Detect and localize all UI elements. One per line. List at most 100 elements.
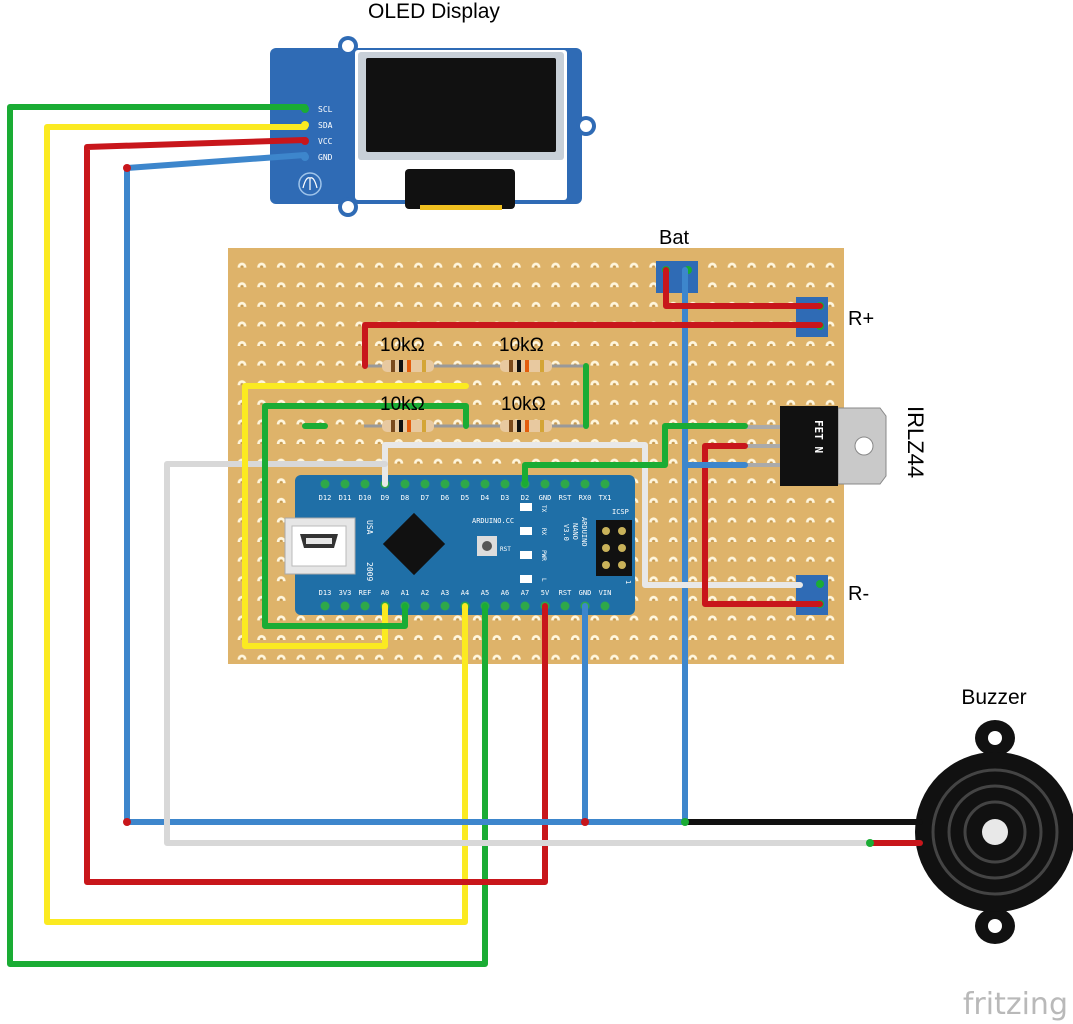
nano-pin-top-4 bbox=[400, 479, 410, 489]
resistor-r3 bbox=[364, 420, 466, 432]
fritzing-watermark: fritzing bbox=[963, 987, 1068, 1022]
nano-name-1: ARDUINO bbox=[580, 517, 588, 547]
buzzer-label: Buzzer bbox=[961, 686, 1026, 709]
nano-pin-label-top-14: TX1 bbox=[599, 494, 612, 502]
nano-pin-top-9 bbox=[500, 479, 510, 489]
nano-pin-top-13 bbox=[580, 479, 590, 489]
bat-label: Bat bbox=[659, 227, 689, 249]
wire-r-green bbox=[262, 403, 469, 629]
nano-pin-bottom-6 bbox=[440, 601, 450, 611]
icsp-label: ICSP bbox=[612, 508, 629, 516]
resistor-label-4: 10kΩ bbox=[501, 394, 546, 415]
nano-pin-label-bottom-7: A4 bbox=[461, 589, 469, 597]
nano-pin-label-bottom-10: A7 bbox=[521, 589, 529, 597]
resistor-label-1: 10kΩ bbox=[380, 335, 425, 356]
nano-pin-label-top-5: D7 bbox=[421, 494, 429, 502]
r-plus-label: R+ bbox=[848, 308, 874, 330]
nano-pin-label-top-11: GND bbox=[539, 494, 552, 502]
nano-pin-label-top-0: D12 bbox=[319, 494, 332, 502]
nano-usa-label: USA bbox=[365, 520, 374, 535]
status-leds: TX RX PWR L bbox=[520, 503, 547, 583]
nano-pin-bottom-1 bbox=[340, 601, 350, 611]
wire-endpoints bbox=[123, 164, 874, 847]
oled-title: OLED Display bbox=[368, 0, 500, 23]
nano-pin-bottom-2 bbox=[360, 601, 370, 611]
nano-pin-label-bottom-8: A5 bbox=[481, 589, 489, 597]
oled-pin-vcc: VCC bbox=[318, 137, 333, 146]
nano-pin-label-bottom-13: GND bbox=[579, 589, 592, 597]
icsp-header: ICSP 1 bbox=[596, 508, 632, 584]
wire-sda-yellow bbox=[44, 124, 468, 925]
nano-rst-label: RST bbox=[500, 546, 511, 553]
resistor-r2 bbox=[466, 360, 586, 372]
nano-pin-label-bottom-11: 5V bbox=[541, 589, 550, 597]
resistor-label-2: 10kΩ bbox=[499, 335, 544, 356]
nano-pin-top-2 bbox=[360, 479, 370, 489]
oled-pin-sda: SDA bbox=[318, 121, 333, 130]
nano-pin-bottom-9 bbox=[500, 601, 510, 611]
wire-rplus-red bbox=[362, 322, 823, 369]
nano-pin-label-bottom-9: A6 bbox=[501, 589, 509, 597]
nano-pin-bottom-5 bbox=[420, 601, 430, 611]
nano-pin-top-11 bbox=[540, 479, 550, 489]
nano-pin-label-bottom-5: A2 bbox=[421, 589, 429, 597]
led-label-pwr: PWR bbox=[540, 550, 547, 561]
nano-pin-label-bottom-12: RST bbox=[559, 589, 572, 597]
nano-pin-top-8 bbox=[480, 479, 490, 489]
microcontroller-chip bbox=[382, 512, 446, 576]
nano-pin-top-12 bbox=[560, 479, 570, 489]
wire-r-yellow bbox=[242, 383, 469, 649]
nano-year-label: 2009 bbox=[365, 562, 374, 581]
oled-pin-gnd: GND bbox=[318, 153, 333, 162]
oled-display: SCL SDA VCC GND bbox=[270, 36, 596, 217]
resistor-r4 bbox=[466, 420, 586, 432]
nano-name-2: NANO bbox=[571, 523, 579, 540]
buzzer bbox=[915, 720, 1073, 944]
nano-pin-top-14 bbox=[600, 479, 610, 489]
usb-connector bbox=[284, 517, 356, 575]
nano-pin-top-6 bbox=[440, 479, 450, 489]
nano-pin-label-top-4: D8 bbox=[401, 494, 409, 502]
nano-url: ARDUINO.CC bbox=[472, 517, 514, 525]
wire-buzzer-signal bbox=[382, 442, 803, 588]
nano-pin-top-5 bbox=[420, 479, 430, 489]
nano-pin-bottom-14 bbox=[600, 601, 610, 611]
nano-pin-label-bottom-4: A1 bbox=[401, 589, 409, 597]
led-label-l: L bbox=[540, 578, 547, 582]
wire-bat-red bbox=[663, 267, 823, 309]
terminal-bat bbox=[656, 261, 698, 293]
icsp-pin1-label: 1 bbox=[624, 580, 632, 584]
wire-gate-green bbox=[522, 423, 748, 487]
r-minus-label: R- bbox=[848, 583, 869, 605]
nano-pin-label-top-7: D5 bbox=[461, 494, 469, 502]
nano-pin-top-1 bbox=[340, 479, 350, 489]
wire-vcc-red bbox=[84, 137, 548, 885]
irlz44-label: IRLZ44 bbox=[903, 406, 928, 478]
nano-pin-top-7 bbox=[460, 479, 470, 489]
nano-pin-label-bottom-14: VIN bbox=[599, 589, 612, 597]
nano-pin-label-top-8: D4 bbox=[481, 494, 489, 502]
nano-pin-label-top-6: D6 bbox=[441, 494, 449, 502]
nano-pin-label-bottom-1: 3V3 bbox=[339, 589, 352, 597]
oled-pin-scl: SCL bbox=[318, 105, 333, 114]
nano-pin-label-bottom-2: REF bbox=[359, 589, 372, 597]
nano-pin-label-bottom-0: D13 bbox=[319, 589, 332, 597]
nano-pin-bottom-10 bbox=[520, 601, 530, 611]
nano-pin-label-bottom-3: A0 bbox=[381, 589, 389, 597]
nano-pin-label-top-3: D9 bbox=[381, 494, 389, 502]
led-label-tx: TX bbox=[540, 505, 547, 513]
nano-pin-bottom-12 bbox=[560, 601, 570, 611]
nano-pin-label-top-1: D11 bbox=[339, 494, 352, 502]
nano-pin-label-top-2: D10 bbox=[359, 494, 372, 502]
nano-pin-label-top-12: RST bbox=[559, 494, 572, 502]
resistor-r1 bbox=[364, 360, 466, 372]
led-label-rx: RX bbox=[540, 528, 547, 536]
mosfet-marking: FET N bbox=[812, 420, 825, 453]
terminal-r-minus bbox=[796, 575, 828, 615]
wire-buzzer-white bbox=[164, 461, 873, 846]
resistor-label-3: 10kΩ bbox=[380, 394, 425, 415]
nano-pin-label-top-9: D3 bbox=[501, 494, 509, 502]
